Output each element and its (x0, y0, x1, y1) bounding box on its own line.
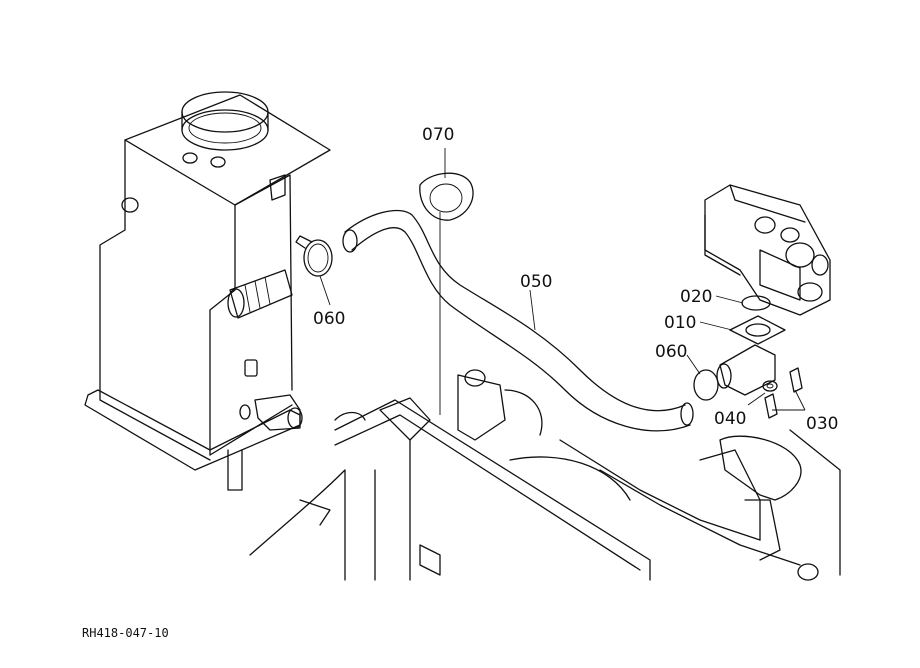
callout-030: 030 (806, 414, 838, 434)
elbow (719, 344, 776, 396)
suction-hose (342, 209, 694, 432)
flange (729, 315, 786, 345)
hose-clamp-right (693, 369, 719, 401)
hydraulic-pump (704, 184, 831, 316)
filler-neck (181, 91, 269, 168)
machine-frame (249, 369, 841, 581)
callout-060-right: 060 (655, 342, 687, 362)
callout-010: 010 (664, 313, 696, 333)
bolts (764, 367, 803, 419)
callout-040: 040 (714, 409, 746, 429)
suction-fitting (227, 269, 293, 319)
washer (762, 380, 778, 392)
pump-fittings (693, 295, 803, 419)
hydraulic-tank (84, 91, 331, 491)
callout-labels: 070 050 060 060 020 010 040 030 (313, 125, 838, 434)
drain-fitting (227, 394, 303, 491)
o-ring (741, 295, 771, 311)
callout-060-left: 060 (313, 309, 345, 329)
callout-070: 070 (422, 125, 454, 145)
drawing-code: RH418-047-10 (82, 626, 169, 640)
callout-020: 020 (680, 287, 712, 307)
leader-lines (319, 148, 806, 411)
hose-clamp-left (295, 235, 333, 277)
callout-050: 050 (520, 272, 552, 292)
